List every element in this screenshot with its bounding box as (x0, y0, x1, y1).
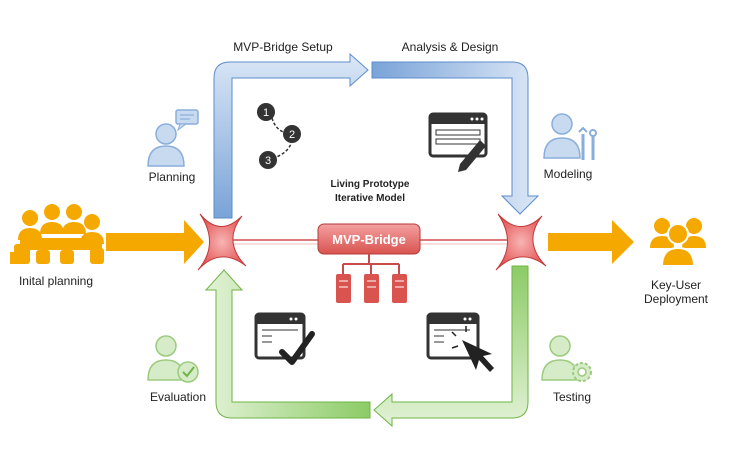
server-rack-2 (364, 274, 379, 303)
step-1-label: 1 (263, 107, 269, 119)
step-2-label: 2 (289, 129, 295, 141)
window-edit-icon (428, 112, 488, 172)
green-arrow-testing (373, 265, 529, 428)
inital-planning-label: Inital planning (18, 274, 94, 288)
modeling-person-icon (543, 113, 597, 160)
blue-arrow-setup (213, 52, 369, 219)
orange-arrow-in (106, 220, 204, 264)
planning-person-icon (147, 109, 199, 167)
key-user-group-icon (650, 218, 706, 267)
mvp-setup-label: MVP-Bridge Setup (233, 40, 333, 54)
window-check-icon (254, 312, 315, 365)
server-rack-3 (392, 274, 407, 303)
planning-label: Planning (148, 170, 196, 184)
center-caption-line2: Iterative Model (334, 193, 406, 204)
green-arrow-evaluation (204, 269, 371, 419)
mvp-bridge-label: MVP-Bridge (332, 232, 406, 247)
steps-icon: 1 2 3 (257, 103, 301, 169)
center-caption: Living Prototype Iterative Model (331, 178, 410, 206)
key-user-label-line2: Deployment (643, 292, 709, 306)
window-cursor-icon (426, 312, 494, 372)
meeting-group-icon (10, 204, 104, 264)
blue-arrow-analysis (371, 61, 540, 215)
key-user-label-line1: Key-User (650, 278, 702, 292)
orange-arrow-out (548, 220, 634, 264)
step-3-label: 3 (265, 155, 271, 167)
evaluation-person-icon (147, 335, 199, 383)
evaluation-label: Evaluation (149, 390, 207, 404)
left-star-node (197, 213, 247, 271)
server-rack-1 (336, 274, 351, 303)
center-caption-line1: Living Prototype (330, 179, 410, 190)
server-cluster-icon (342, 254, 400, 274)
testing-person-icon (541, 335, 592, 382)
testing-label: Testing (552, 390, 592, 404)
right-star-node (495, 213, 547, 271)
modeling-label: Modeling (543, 167, 593, 181)
analysis-design-label: Analysis & Design (401, 40, 499, 54)
